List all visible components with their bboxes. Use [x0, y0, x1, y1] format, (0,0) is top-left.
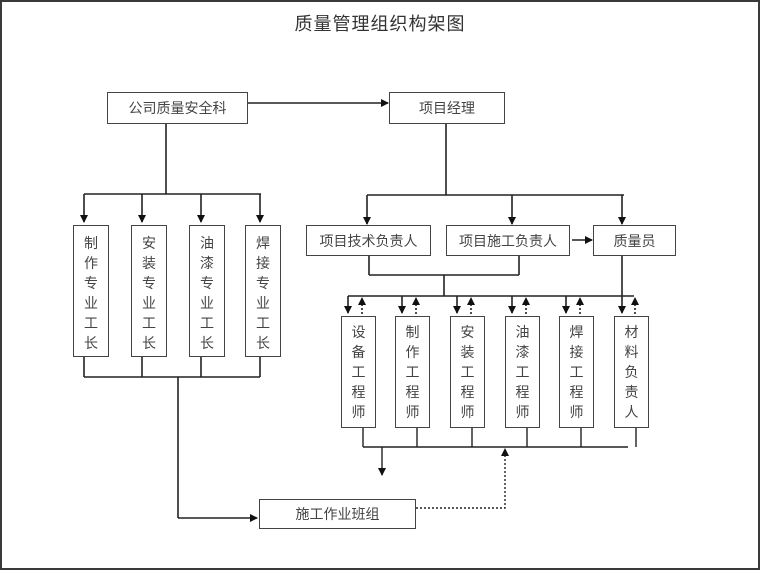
node-engineer-welding: 焊接工程师: [559, 316, 594, 428]
node-label: 设备工程师: [351, 325, 366, 421]
diagram-title: 质量管理组织构架图: [294, 14, 466, 35]
node-foreman-painting: 油漆专业工长: [189, 225, 225, 357]
node-foreman-welding: 焊接专业工长: [245, 225, 281, 357]
node-label: 安装专业工长: [142, 236, 156, 352]
node-quality-inspector: 质量员: [593, 225, 676, 256]
node-label: 焊接工程师: [569, 325, 584, 421]
node-project-manager: 项目经理: [389, 92, 505, 124]
node-label: 质量员: [613, 233, 656, 250]
node-label: 项目技术负责人: [319, 233, 418, 250]
node-foreman-installation: 安装专业工长: [131, 225, 167, 357]
node-label: 公司质量安全科: [128, 101, 227, 117]
node-work-team: 施工作业班组: [259, 499, 416, 529]
node-label: 油漆专业工长: [200, 236, 214, 352]
node-label: 油漆工程师: [515, 325, 530, 421]
node-label: 施工作业班组: [295, 507, 380, 523]
node-label: 材料负责人: [624, 325, 639, 421]
node-label: 安装工程师: [460, 325, 475, 421]
node-tech-lead: 项目技术负责人: [306, 225, 431, 256]
node-label: 制作工程师: [405, 325, 420, 421]
node-engineer-painting: 油漆工程师: [505, 316, 540, 428]
node-label: 焊接专业工长: [256, 236, 270, 352]
node-company-quality-dept: 公司质量安全科: [107, 92, 248, 124]
node-label: 项目经理: [419, 101, 475, 117]
node-foreman-fabrication: 制作专业工长: [73, 225, 109, 357]
node-material-lead: 材料负责人: [614, 316, 649, 428]
node-engineer-equipment: 设备工程师: [341, 316, 376, 428]
feedback-team-to-engineers: [412, 448, 509, 509]
node-construction-lead: 项目施工负责人: [446, 225, 570, 256]
node-engineer-installation: 安装工程师: [450, 316, 485, 428]
node-engineer-fabrication: 制作工程师: [395, 316, 430, 428]
node-label: 制作专业工长: [84, 236, 98, 352]
node-label: 项目施工负责人: [459, 233, 557, 250]
